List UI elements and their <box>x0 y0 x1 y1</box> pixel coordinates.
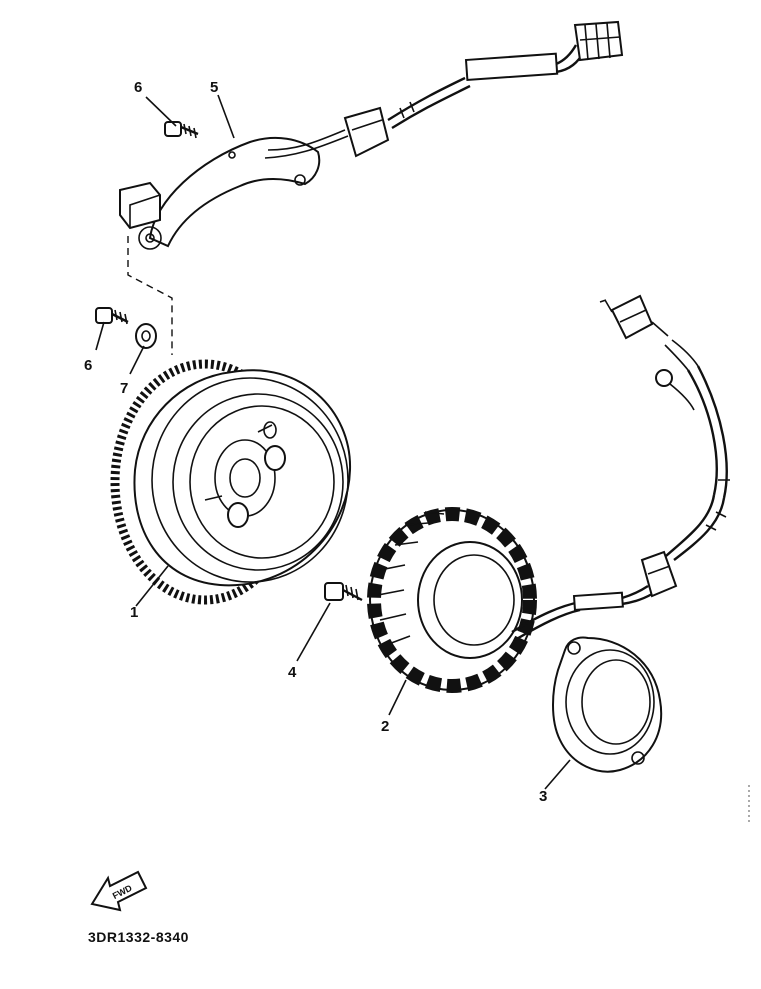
forward-arrow-icon: FWD <box>90 870 148 912</box>
stator-coil <box>367 294 730 693</box>
stator-cover-plate <box>552 636 663 773</box>
stator-bolt <box>324 582 363 602</box>
bracket-screw-lower <box>95 307 129 325</box>
part-number-6-lower: 6 <box>84 357 92 374</box>
pickup-coil-bracket <box>119 20 624 250</box>
flywheel-rotor <box>110 359 352 605</box>
part-number-3: 3 <box>539 788 547 805</box>
assembly-guide-line <box>127 236 173 355</box>
part-number-6-upper: 6 <box>134 79 142 96</box>
part-number-5: 5 <box>210 79 218 96</box>
leader-lines <box>95 94 571 790</box>
part-number-1: 1 <box>130 604 138 621</box>
washer <box>135 323 157 349</box>
bracket-screw-upper <box>164 121 199 139</box>
drawing-code: 3DR1332-8340 <box>88 929 189 945</box>
part-number-7: 7 <box>120 380 128 397</box>
part-number-4: 4 <box>288 664 297 681</box>
part-number-2: 2 <box>381 718 389 735</box>
